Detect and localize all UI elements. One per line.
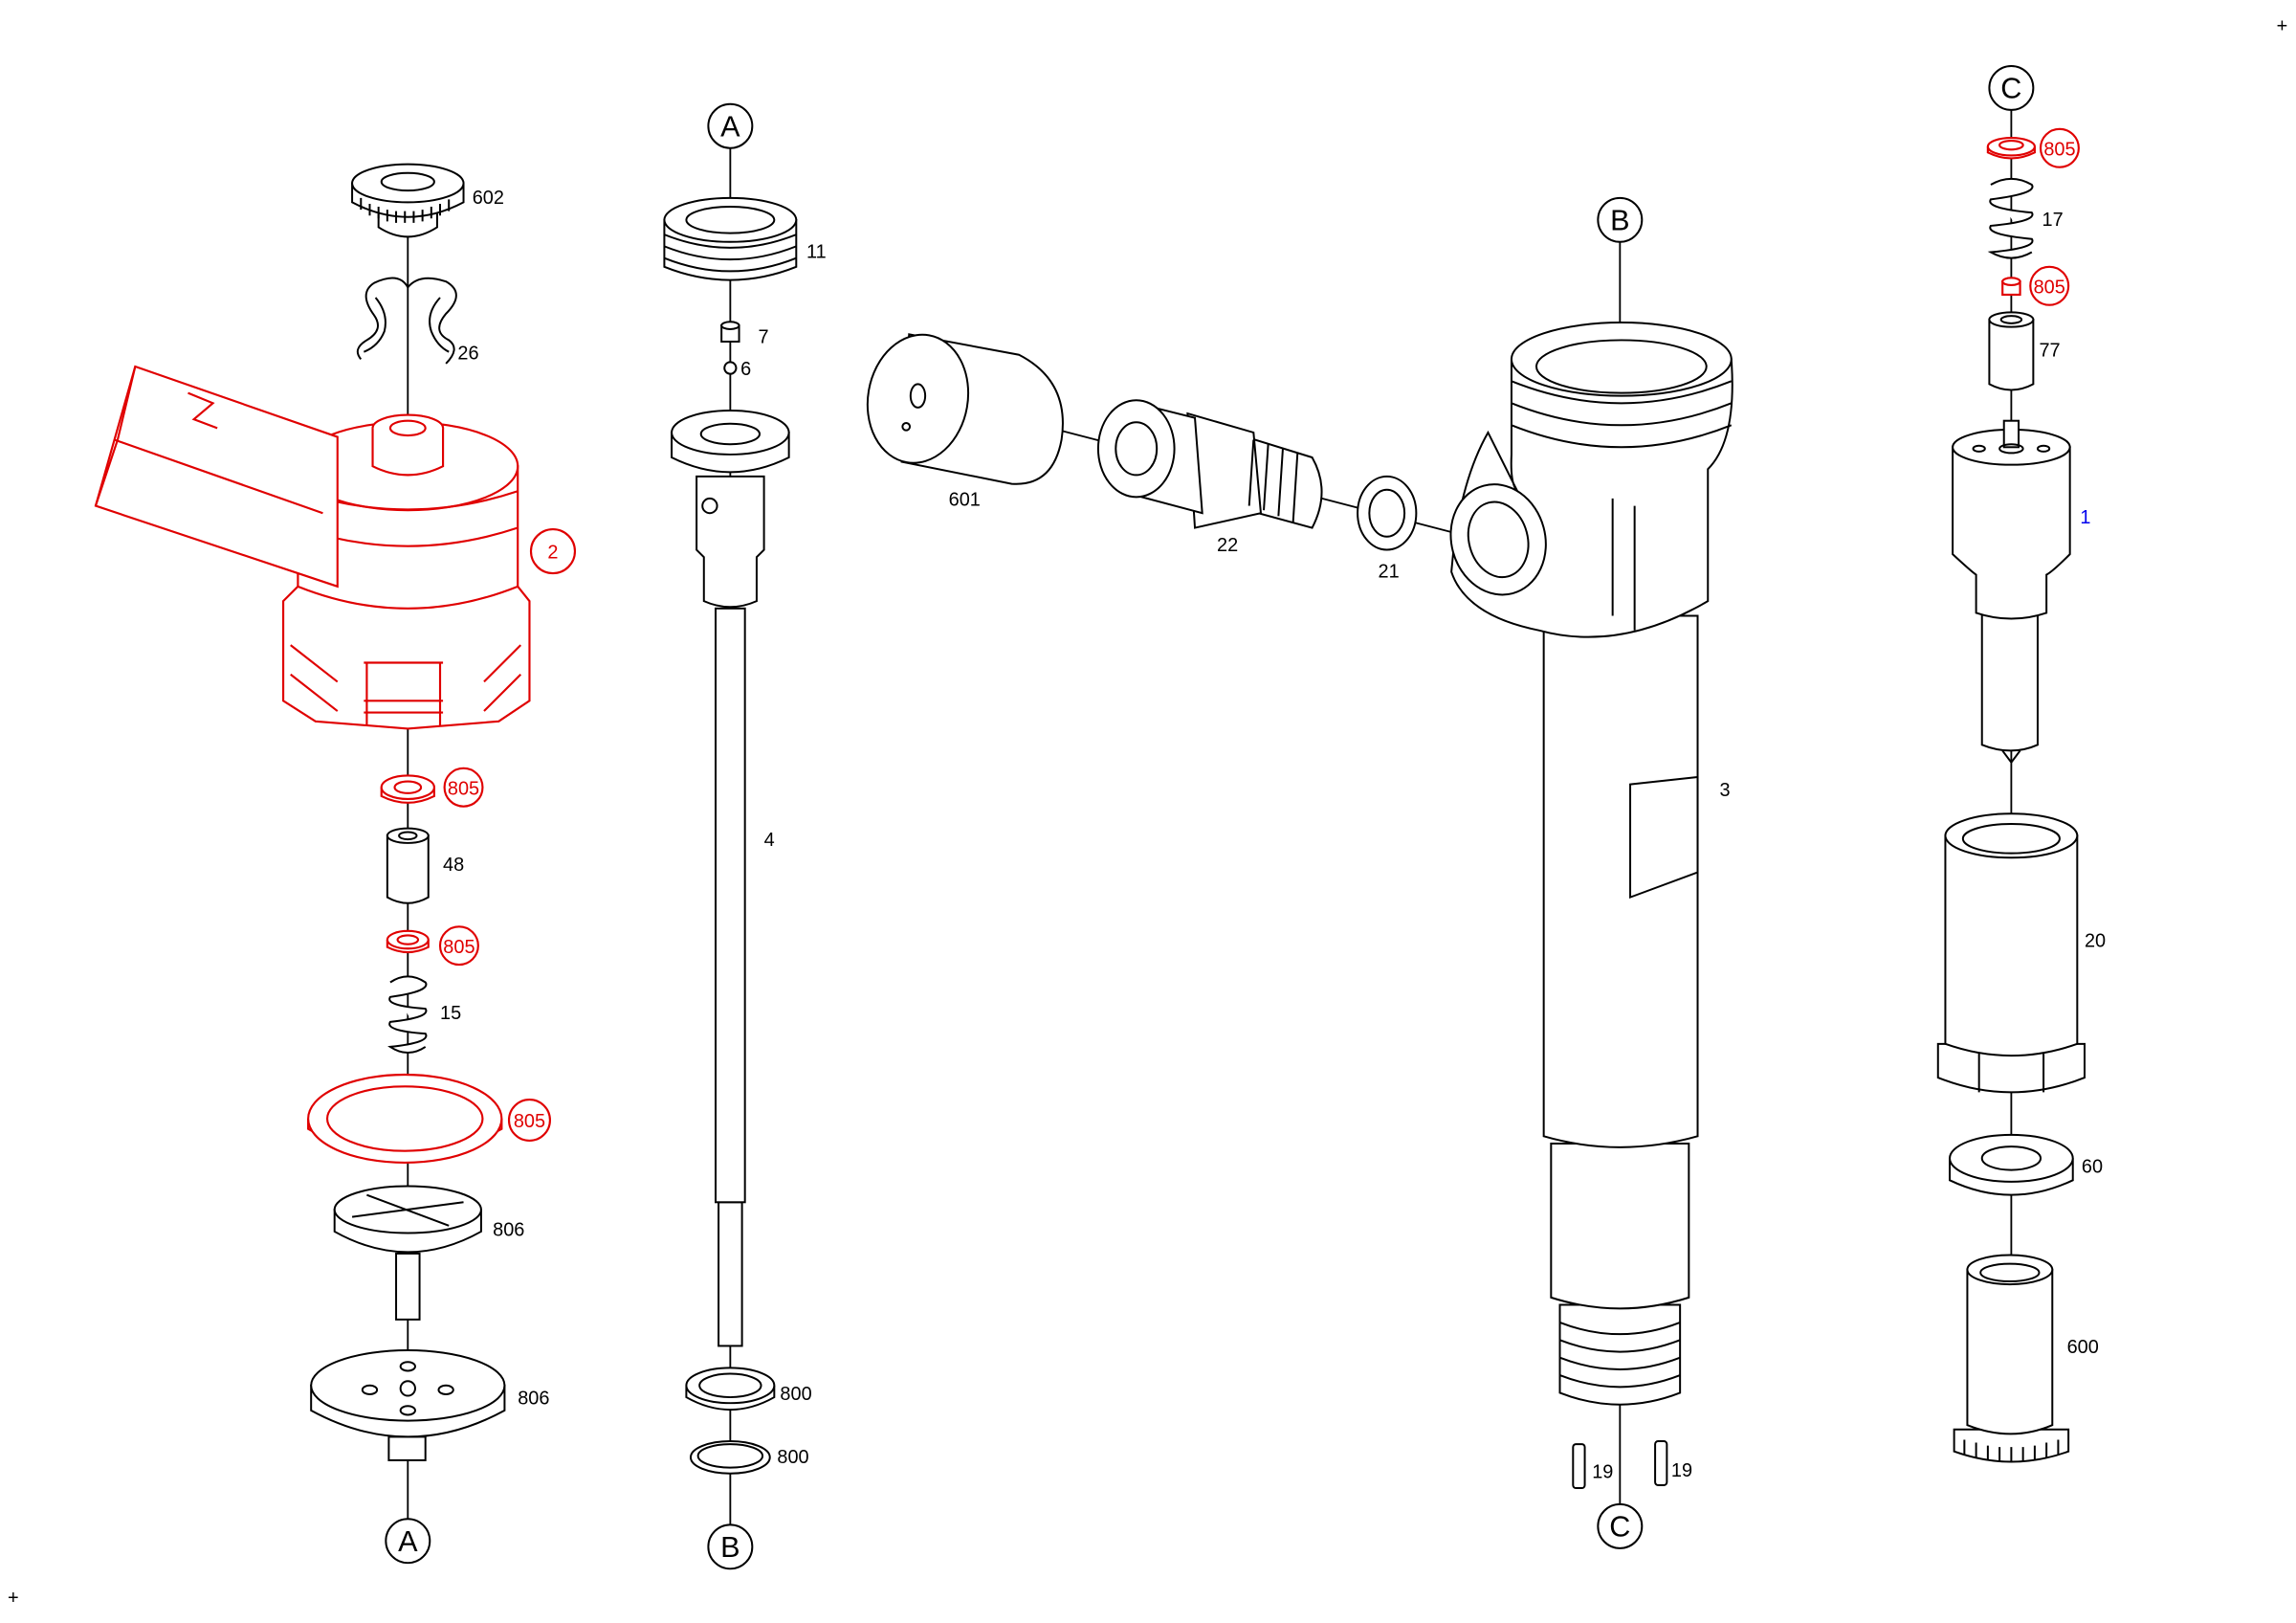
reference-b-bottom[interactable]: B bbox=[720, 1531, 740, 1564]
column-1: 602 26 2 805 bbox=[94, 163, 577, 1565]
part-6-ball[interactable] bbox=[723, 361, 738, 375]
reference-c-top[interactable]: C bbox=[2000, 73, 2021, 105]
column-2: A 11 7 6 4 800 bbox=[663, 102, 827, 1570]
part-77-spacer[interactable] bbox=[1988, 311, 2035, 391]
corner-mark: + bbox=[8, 1588, 19, 1609]
reference-circle bbox=[1988, 64, 2035, 111]
part-601-cap[interactable] bbox=[857, 326, 1064, 485]
part-label-1[interactable]: 1 bbox=[2080, 507, 2090, 528]
part-label-20: 20 bbox=[2085, 931, 2106, 952]
part-label-26: 26 bbox=[457, 343, 478, 364]
part-label-17: 17 bbox=[2042, 210, 2064, 231]
part-label-19: 19 bbox=[1592, 1461, 1613, 1482]
part-2-solenoid-assembly[interactable] bbox=[94, 365, 531, 730]
column-3: 601 22 21 B bbox=[857, 196, 1733, 1549]
reference-c-bottom[interactable]: C bbox=[1609, 1511, 1630, 1544]
part-label-805[interactable]: 805 bbox=[448, 778, 479, 799]
column-4: C 805 17 805 77 1 bbox=[1936, 64, 2106, 1463]
reference-circle bbox=[707, 102, 754, 149]
part-805-seal-ring[interactable] bbox=[380, 774, 435, 804]
reference-a-top[interactable]: A bbox=[720, 110, 740, 143]
part-19-pin[interactable] bbox=[1572, 1443, 1586, 1490]
part-600-sleeve[interactable] bbox=[1953, 1254, 2070, 1463]
reference-circle bbox=[1597, 1502, 1644, 1549]
part-label-7: 7 bbox=[758, 327, 768, 348]
callout-circle bbox=[2039, 127, 2080, 168]
part-805-shim-small[interactable] bbox=[2001, 277, 2021, 297]
part-label-600: 600 bbox=[2067, 1337, 2099, 1358]
part-label-77: 77 bbox=[2039, 340, 2060, 361]
part-22-edge-filter-fitting[interactable] bbox=[1096, 399, 1323, 529]
part-label-4: 4 bbox=[764, 830, 775, 851]
reference-a-bottom[interactable]: A bbox=[398, 1525, 418, 1558]
part-label-11: 11 bbox=[806, 242, 827, 263]
part-label-15: 15 bbox=[440, 1003, 461, 1024]
part-805-seal-ring[interactable] bbox=[386, 929, 430, 954]
part-26-retaining-clip[interactable] bbox=[356, 277, 457, 365]
callout-circle bbox=[2029, 265, 2070, 306]
part-805-shim[interactable] bbox=[1986, 136, 2036, 160]
part-4-valve-piece[interactable] bbox=[671, 409, 790, 1347]
reference-circle bbox=[385, 1518, 431, 1565]
part-806-plate[interactable] bbox=[310, 1349, 506, 1461]
part-19-pin[interactable] bbox=[1654, 1440, 1668, 1486]
part-17-spring[interactable] bbox=[1987, 177, 2034, 259]
part-label-805[interactable]: 805 bbox=[2043, 139, 2075, 160]
part-602-knurled-cap[interactable] bbox=[351, 163, 465, 238]
part-11-nut[interactable] bbox=[663, 196, 798, 281]
part-label-806: 806 bbox=[493, 1220, 524, 1241]
callout-circle bbox=[507, 1098, 551, 1143]
part-label-48: 48 bbox=[443, 855, 464, 876]
part-label-800: 800 bbox=[780, 1384, 811, 1405]
part-806-armature[interactable] bbox=[333, 1185, 482, 1321]
part-label-805[interactable]: 805 bbox=[2034, 277, 2065, 298]
part-800-ring[interactable] bbox=[689, 1440, 771, 1475]
part-label-22: 22 bbox=[1217, 535, 1238, 556]
part-48-sleeve[interactable] bbox=[386, 827, 430, 904]
reference-circle bbox=[707, 1523, 754, 1570]
part-label-6: 6 bbox=[740, 359, 751, 380]
part-label-601: 601 bbox=[949, 490, 981, 511]
reference-b-top[interactable]: B bbox=[1610, 205, 1629, 237]
callout-circle bbox=[443, 767, 484, 808]
part-800-ring[interactable] bbox=[685, 1367, 776, 1411]
part-805-seal-ring-large[interactable] bbox=[307, 1073, 503, 1165]
part-60-washer[interactable] bbox=[1949, 1133, 2074, 1196]
part-label-806: 806 bbox=[518, 1389, 549, 1410]
part-label-2[interactable]: 2 bbox=[547, 543, 558, 564]
corner-mark: + bbox=[2277, 16, 2288, 37]
part-label-805[interactable]: 805 bbox=[514, 1111, 545, 1132]
part-label-19: 19 bbox=[1671, 1460, 1692, 1481]
part-3-injector-body[interactable] bbox=[1439, 322, 1733, 1406]
part-label-60: 60 bbox=[2082, 1157, 2103, 1178]
part-label-21: 21 bbox=[1379, 562, 1400, 583]
callout-circle bbox=[529, 528, 577, 575]
part-15-spring[interactable] bbox=[387, 975, 428, 1055]
part-label-800: 800 bbox=[777, 1447, 808, 1468]
reference-circle bbox=[1597, 196, 1644, 243]
part-label-3: 3 bbox=[1720, 780, 1731, 801]
part-7-ball-seat[interactable] bbox=[720, 321, 740, 343]
part-1-nozzle[interactable] bbox=[1952, 419, 2071, 765]
part-label-805[interactable]: 805 bbox=[443, 937, 475, 958]
part-label-602: 602 bbox=[473, 188, 504, 209]
part-20-nozzle-nut[interactable] bbox=[1936, 812, 2086, 1094]
part-21-seal-ring[interactable] bbox=[1357, 475, 1418, 551]
callout-circle bbox=[438, 925, 479, 967]
